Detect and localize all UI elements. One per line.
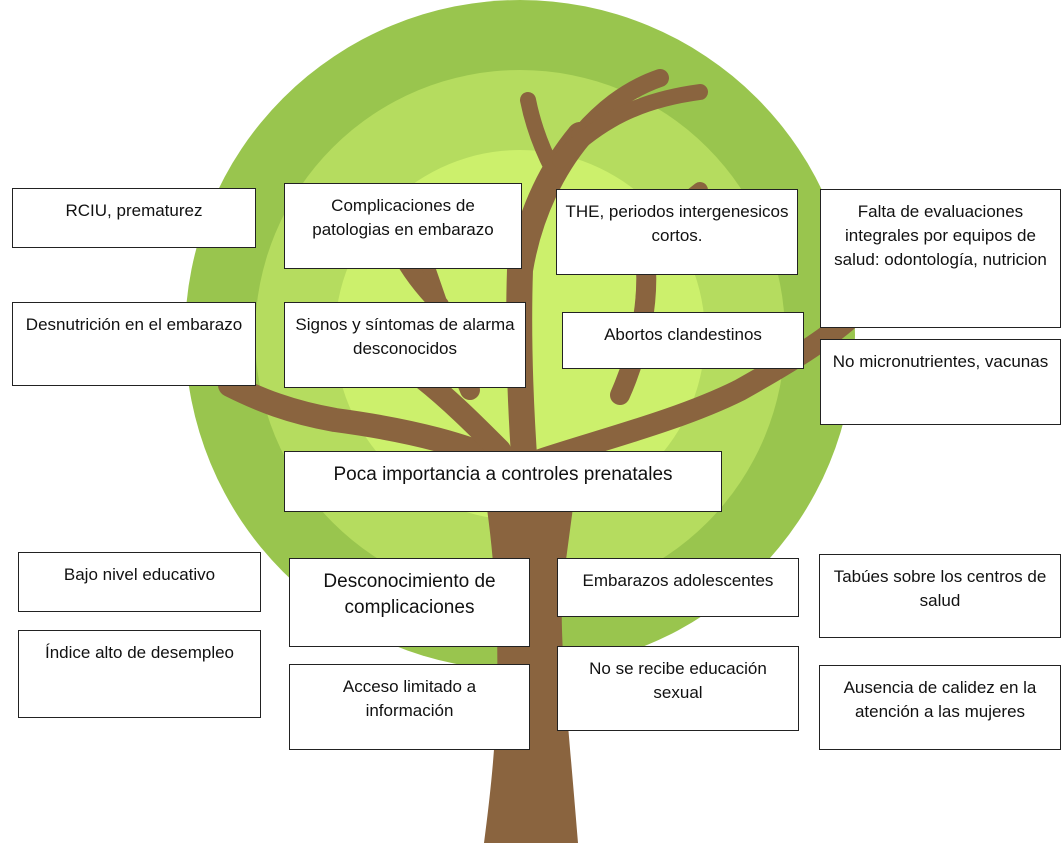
effect-complicaciones-patologias: Complicaciones de patologias en embarazo: [284, 183, 522, 269]
cause-no-educacion-sexual: No se recibe educación sexual: [557, 646, 799, 731]
cause-desconocimiento-complicaciones: Desconocimiento de complicaciones: [289, 558, 530, 647]
effect-no-micronutrientes-vacunas: No micronutrientes, vacunas: [820, 339, 1061, 425]
effect-abortos-clandestinos: Abortos clandestinos: [562, 312, 804, 369]
effect-the-periodos-intergenesicos: THE, periodos intergenesicos cortos.: [556, 189, 798, 275]
cause-bajo-nivel-educativo: Bajo nivel educativo: [18, 552, 261, 612]
effect-desnutricion-embarazo: Desnutrición en el embarazo: [12, 302, 256, 386]
effect-signos-sintomas-alarma: Signos y síntomas de alarma desconocidos: [284, 302, 526, 388]
cause-ausencia-calidez-atencion: Ausencia de calidez en la atención a las…: [819, 665, 1061, 750]
effect-rciu-prematurez: RCIU, prematurez: [12, 188, 256, 248]
branch-top-right-twig: [552, 84, 708, 168]
cause-tabues-centros-salud: Tabúes sobre los centros de salud: [819, 554, 1061, 638]
cause-embarazos-adolescentes: Embarazos adolescentes: [557, 558, 799, 617]
cause-indice-alto-desempleo: Índice alto de desempleo: [18, 630, 261, 718]
central-problem: Poca importancia a controles prenatales: [284, 451, 722, 512]
branch-center-twig: [520, 92, 561, 178]
effect-falta-evaluaciones-integrales: Falta de evaluaciones integrales por equ…: [820, 189, 1061, 328]
cause-acceso-limitado-informacion: Acceso limitado a información: [289, 664, 530, 750]
